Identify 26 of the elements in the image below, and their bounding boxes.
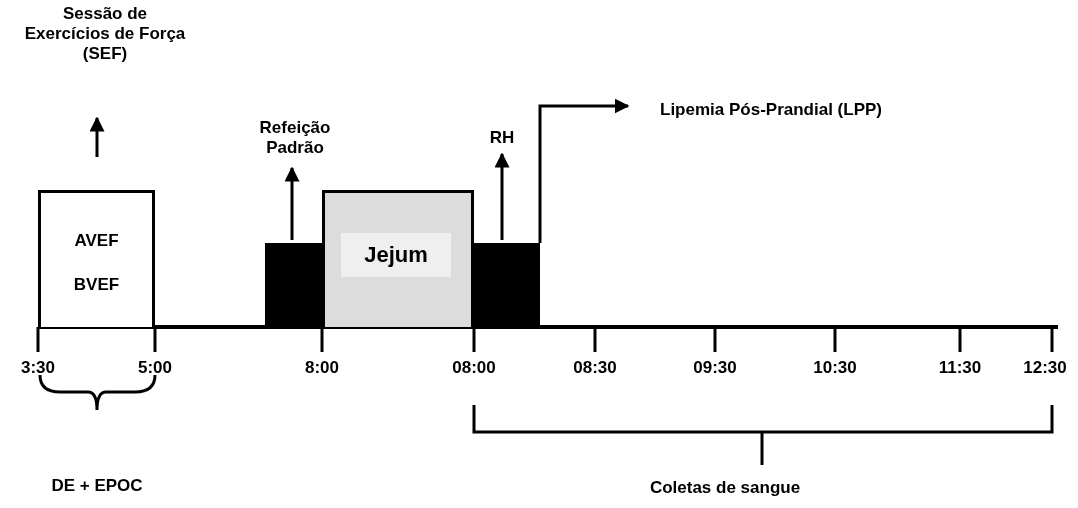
group-label: BVEF	[72, 275, 121, 295]
arrow	[494, 152, 510, 240]
time-label: 8:00	[305, 358, 339, 377]
fasting-box	[322, 190, 474, 327]
arrow	[538, 98, 630, 243]
group-label: AVEF	[73, 231, 120, 251]
lpp-label: Lipemia Pós-Prandial (LPP)	[660, 100, 960, 122]
time-label: 08:30	[573, 358, 617, 377]
time-label: 10:30	[813, 358, 857, 377]
fasting-label: Jejum	[341, 233, 451, 277]
time-label: 08:00	[452, 358, 496, 377]
period-box	[38, 190, 155, 327]
period-caption: DE + EPOC	[51, 476, 143, 495]
meal-bar	[265, 243, 322, 327]
meal-label: Refeição Padrão	[240, 118, 350, 166]
arrow	[284, 166, 300, 240]
time-label: 12:30	[1023, 358, 1067, 377]
time-label: 09:30	[693, 358, 737, 377]
time-label: 5:00	[138, 358, 172, 377]
time-label: 3:30	[21, 358, 55, 377]
rh-label: RH	[482, 128, 522, 152]
period-caption: Coletas de sangue	[649, 478, 801, 497]
session-label: Sessão de Exercícios de Força (SEF)	[20, 4, 190, 118]
time-label: 11:30	[938, 358, 982, 377]
rh-bar	[474, 243, 540, 327]
arrow	[89, 116, 105, 157]
